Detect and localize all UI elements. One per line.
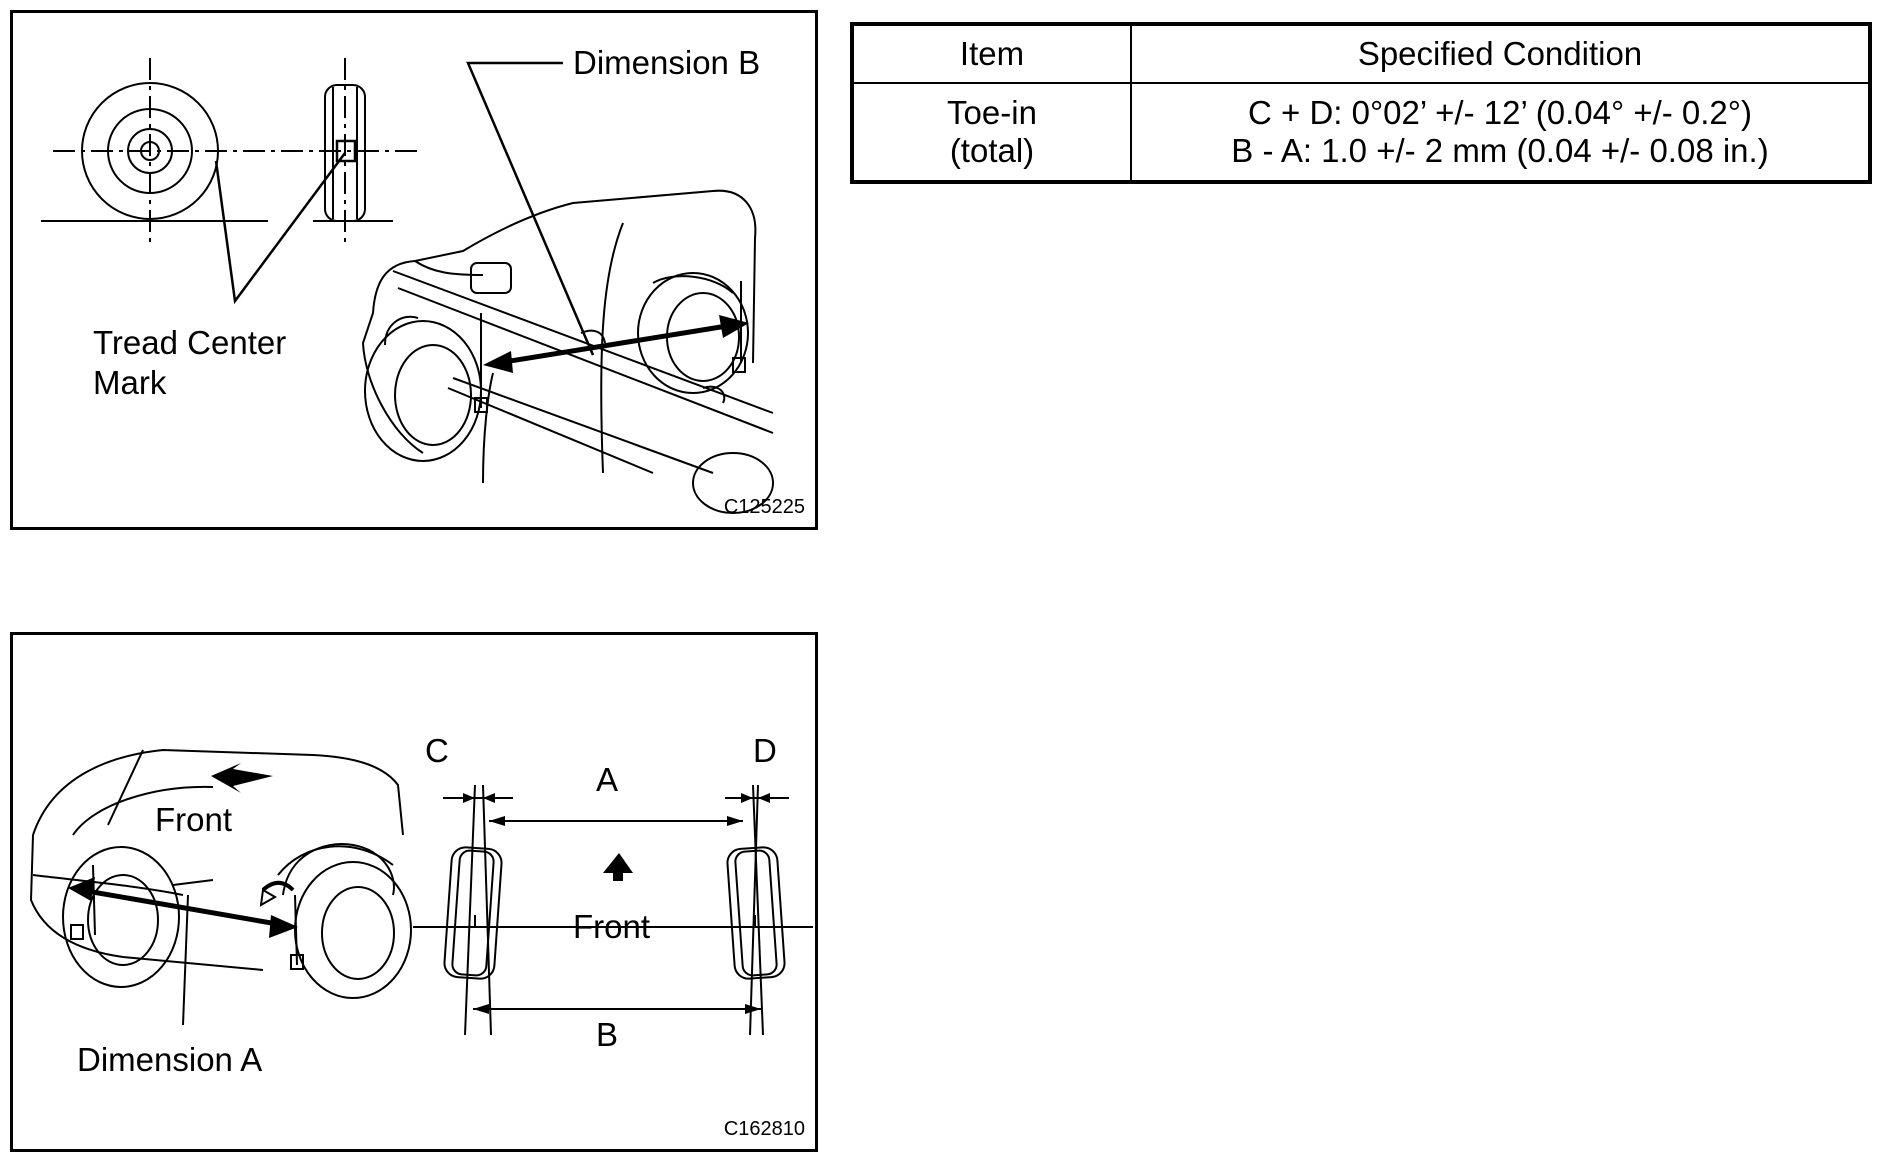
- dimension-a-arrow: [68, 877, 298, 938]
- row-item-cell: Toe-in (total): [851, 82, 1132, 183]
- toe-in-figure: Front Dimension A C D A B Front C162810: [10, 632, 818, 1152]
- d-label: D: [753, 732, 777, 769]
- dimension-a-label: Dimension A: [77, 1041, 263, 1078]
- left-tire-drawing: [443, 784, 503, 1036]
- side-wheel-drawing: [41, 58, 423, 243]
- header-item: Item: [851, 23, 1132, 84]
- c-label: C: [425, 732, 449, 769]
- dimension-b-arrow: [483, 315, 749, 373]
- front-tire-drawing: [313, 58, 393, 243]
- tread-center-illustration: [41, 58, 774, 514]
- tread-center-label-line1: Tread Center: [93, 324, 287, 361]
- front-up-arrow: [603, 853, 633, 881]
- tread-center-label-line2: Mark: [93, 363, 167, 401]
- table-row: Toe-in (total) C + D: 0°02’ +/- 12’ (0.0…: [851, 82, 1871, 183]
- car-front-drawing: [29, 748, 412, 1026]
- spec-table-header-row: Item Specified Condition: [851, 23, 1871, 84]
- front-direction-arrow: [211, 763, 273, 793]
- row-condition-line1: C + D: 0°02’ +/- 12’ (0.04° +/- 0.2°): [1248, 94, 1752, 132]
- dimension-arrowheads: [463, 793, 770, 1014]
- row-condition-line2: B - A: 1.0 +/- 2 mm (0.04 +/- 0.08 in.): [1231, 132, 1769, 169]
- row-item-line1: Toe-in: [947, 94, 1037, 132]
- header-condition: Specified Condition: [1130, 23, 1871, 84]
- figure-code: C125225: [723, 496, 805, 518]
- toe-in-illustration: [29, 748, 813, 1036]
- front-arrow-label: Front: [573, 908, 651, 945]
- front-car-label: Front: [155, 801, 233, 838]
- row-item-line2: (total): [949, 132, 1035, 169]
- row-condition-cell: C + D: 0°02’ +/- 12’ (0.04° +/- 0.2°) B …: [1130, 82, 1871, 183]
- spec-table: Item Specified Condition Toe-in (total) …: [850, 22, 1872, 184]
- tread-center-label: Tread Center Mark: [93, 323, 286, 402]
- car-side-drawing: [361, 189, 774, 514]
- dimension-b-label: Dimension B: [573, 44, 761, 81]
- figure-code: C162810: [723, 1118, 805, 1140]
- a-label: A: [596, 761, 619, 798]
- b-label: B: [596, 1016, 619, 1053]
- tread-center-figure: Dimension B Tread Center Mark C125225: [10, 10, 818, 530]
